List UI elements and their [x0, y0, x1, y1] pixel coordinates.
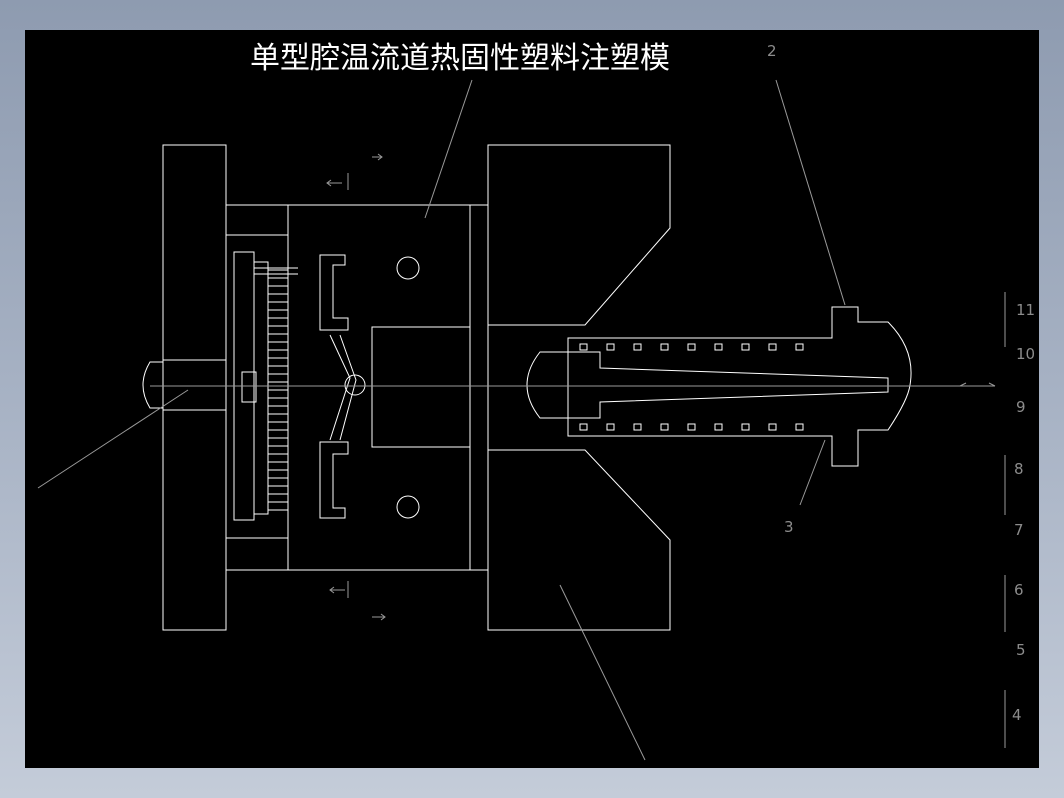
- heater-bands: [579, 343, 804, 431]
- machine-ram: [142, 361, 164, 409]
- part-number-6: 6: [1014, 581, 1024, 599]
- part-number-8: 8: [1014, 460, 1024, 478]
- part-number-3: 3: [784, 518, 794, 536]
- leader-lines: [37, 79, 846, 761]
- injection-nozzle: [526, 306, 912, 467]
- drawing-title: 单型腔温流道热固性塑料注塑模: [250, 41, 670, 76]
- heater-slot: [660, 423, 669, 431]
- heater-slot: [795, 343, 804, 351]
- heater-slot: [741, 343, 750, 351]
- heater-slot: [714, 423, 723, 431]
- movement-arrows: [326, 153, 996, 621]
- heater-slot: [768, 423, 777, 431]
- insulation-plate: [469, 204, 489, 571]
- heater-slot: [687, 423, 696, 431]
- part-number-7: 7: [1014, 521, 1024, 539]
- heater-slot: [579, 423, 588, 431]
- heater-slot: [795, 423, 804, 431]
- heater-slot: [768, 343, 777, 351]
- part-number-5: 5: [1016, 641, 1026, 659]
- left-clamp-plate: [162, 144, 227, 631]
- heater-slot: [606, 423, 615, 431]
- moving-mold-plate: [287, 204, 471, 571]
- heater-slot: [579, 343, 588, 351]
- ejector-pins: [268, 269, 288, 511]
- heater-slot: [660, 343, 669, 351]
- part-number-10: 10: [1016, 345, 1035, 363]
- heater-slot: [633, 343, 642, 351]
- fixed-mold-plate: [487, 144, 671, 631]
- heater-slot: [741, 423, 750, 431]
- heater-slot: [633, 423, 642, 431]
- part-number-9: 9: [1016, 398, 1026, 416]
- cad-drawing-canvas: [25, 30, 1039, 768]
- part-number-11: 11: [1016, 301, 1035, 319]
- heater-slot: [714, 343, 723, 351]
- ejector-housing: [225, 204, 298, 571]
- heater-slot: [606, 343, 615, 351]
- part-numbers: 2 3 11 10 9 8 7 6 5 4: [767, 42, 1035, 748]
- part-number-2: 2: [767, 42, 777, 60]
- heater-slot: [687, 343, 696, 351]
- part-number-4: 4: [1012, 706, 1022, 724]
